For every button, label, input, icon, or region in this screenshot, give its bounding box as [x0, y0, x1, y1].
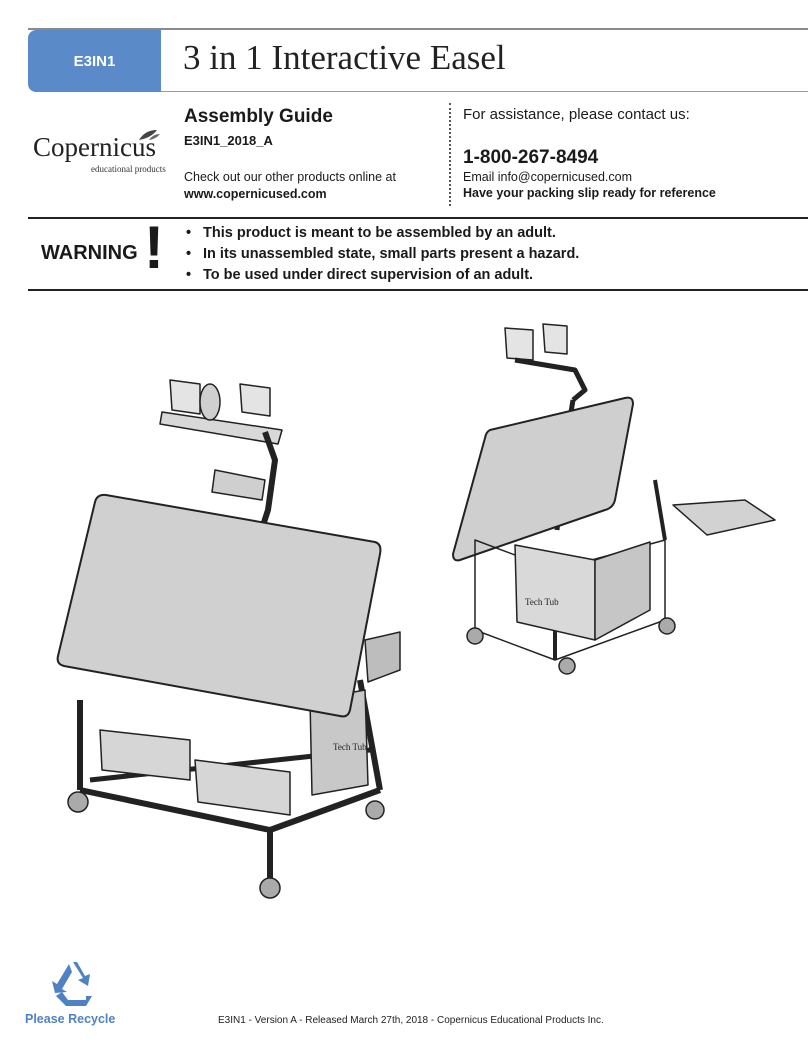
guide-code: E3IN1_2018_A	[184, 133, 273, 148]
recycle-label: Please Recycle	[25, 1012, 116, 1026]
guide-title: Assembly Guide	[184, 106, 333, 127]
warning-list: This product is meant to be assembled by…	[186, 225, 579, 288]
title-underline	[161, 91, 808, 92]
email-address: Email info@copernicused.com	[463, 170, 633, 184]
easel-rear-illustration: Tech Tub	[452, 323, 776, 675]
model-tab: E3IN1	[28, 30, 161, 92]
dotted-divider	[449, 103, 451, 206]
assistance-text: For assistance, please contact us:	[463, 106, 690, 123]
exclamation-icon: !	[144, 214, 164, 281]
model-code: E3IN1	[73, 52, 116, 70]
logo-wordmark: Copernicus	[33, 132, 156, 162]
logo-tagline: educational products	[91, 164, 166, 174]
warning-item: In its unassembled state, small parts pr…	[186, 246, 579, 267]
warning-item: This product is meant to be assembled by…	[186, 225, 579, 246]
warning-rule-top	[28, 217, 808, 219]
header-top-rule	[28, 28, 808, 30]
warning-rule-bottom	[28, 289, 808, 291]
copernicus-logo: Copernicus educational products	[33, 128, 166, 178]
online-text: Check out our other products online at	[184, 170, 396, 184]
warning-label: WARNING	[41, 242, 138, 264]
recycle-icon	[52, 962, 92, 1006]
warning-item: To be used under direct supervision of a…	[186, 267, 579, 288]
packing-slip-note: Have your packing slip ready for referen…	[463, 186, 716, 200]
footer-release-note: E3IN1 - Version A - Released March 27th,…	[218, 1015, 604, 1026]
easel-front-illustration: Tech Tub	[56, 379, 401, 899]
tub-label-left: Tech Tub	[333, 742, 367, 752]
tub-label-right: Tech Tub	[525, 597, 559, 607]
page-title: 3 in 1 Interactive Easel	[183, 38, 506, 77]
leaf-icon	[139, 130, 160, 140]
phone-number: 1-800-267-8494	[463, 147, 599, 168]
website-link[interactable]: www.copernicused.com	[184, 187, 327, 201]
